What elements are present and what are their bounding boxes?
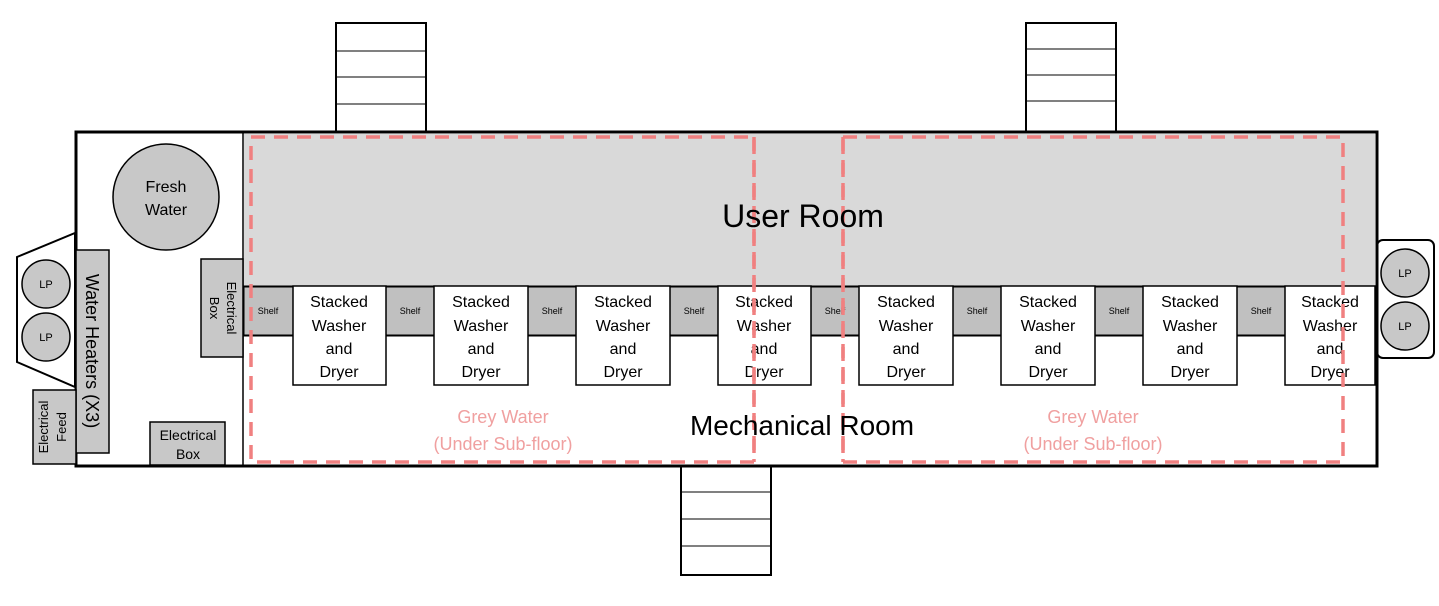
shelf-label: Shelf: [1251, 306, 1272, 316]
washer-dryer-unit: [858, 285, 954, 386]
svg-text:Dryer: Dryer: [603, 364, 643, 381]
svg-text:and: and: [1035, 341, 1062, 358]
electrical-feed-label: Electrical: [36, 401, 51, 454]
svg-text:and: and: [751, 341, 778, 358]
svg-text:and: and: [468, 341, 495, 358]
svg-text:(Under Sub-floor): (Under Sub-floor): [433, 434, 572, 454]
svg-text:Washer: Washer: [312, 318, 367, 335]
lp-tank: [1380, 301, 1430, 351]
svg-text:Dryer: Dryer: [319, 364, 359, 381]
shelf-labels: Shelf Shelf Shelf Shelf Shelf Shelf Shel…: [258, 306, 1272, 316]
lp-enclosure-left: [16, 231, 76, 389]
washer-dryer-labels: Stacked Washer and Dryer Stacked Washer …: [310, 294, 1359, 381]
shelf: [1236, 286, 1286, 336]
shelf-label: Shelf: [542, 306, 563, 316]
svg-text:Washer: Washer: [596, 318, 651, 335]
svg-text:Washer: Washer: [879, 318, 934, 335]
washer-dryer-unit: [292, 285, 387, 386]
electrical-feed: [32, 389, 77, 465]
svg-text:Dryer: Dryer: [1028, 364, 1068, 381]
svg-text:Stacked: Stacked: [1161, 294, 1219, 311]
user-room-area: [244, 134, 1375, 286]
svg-text:and: and: [1317, 341, 1344, 358]
svg-text:Grey Water: Grey Water: [457, 407, 548, 427]
shelf-label: Shelf: [400, 306, 421, 316]
svg-text:and: and: [1177, 341, 1204, 358]
water-heaters: [75, 249, 110, 454]
shelf-label: Shelf: [825, 306, 846, 316]
svg-text:Washer: Washer: [1303, 318, 1358, 335]
fresh-water-label: Fresh: [146, 179, 187, 196]
electrical-box-label: Electrical: [160, 427, 217, 443]
svg-text:Washer: Washer: [454, 318, 509, 335]
svg-text:Washer: Washer: [1163, 318, 1218, 335]
shelf: [952, 286, 1002, 336]
svg-text:Grey Water: Grey Water: [1047, 407, 1138, 427]
svg-text:Stacked: Stacked: [594, 294, 652, 311]
svg-text:Stacked: Stacked: [877, 294, 935, 311]
shelf-label: Shelf: [967, 306, 988, 316]
water-heaters-label: Water Heaters (X3): [82, 274, 102, 428]
svg-text:Washer: Washer: [737, 318, 792, 335]
washer-dryer-unit: [433, 285, 529, 386]
mechanical-room-label: Mechanical Room: [690, 410, 914, 441]
shelves: [243, 286, 1286, 336]
lp-label: LP: [1398, 321, 1411, 333]
svg-text:and: and: [893, 341, 920, 358]
washer-dryer-unit: [1284, 285, 1376, 386]
stairs-top-left: [335, 22, 427, 133]
svg-text:Dryer: Dryer: [461, 364, 501, 381]
svg-text:Stacked: Stacked: [1019, 294, 1077, 311]
washer-dryer-unit: [1142, 285, 1238, 386]
svg-text:Stacked: Stacked: [310, 294, 368, 311]
svg-text:Stacked: Stacked: [1301, 294, 1359, 311]
electrical-feed-label: Feed: [54, 412, 69, 442]
grey-water-label-right: Grey Water (Under Sub-floor): [1023, 407, 1162, 454]
electrical-box-label: Electrical: [224, 282, 239, 335]
lp-tank: [1380, 248, 1430, 298]
washer-dryer-units: [292, 285, 1376, 386]
lp-tank: [21, 259, 71, 309]
electrical-box-label: Box: [176, 446, 200, 462]
fresh-water-label: Water: [145, 202, 188, 219]
shelf-label: Shelf: [684, 306, 705, 316]
svg-text:Dryer: Dryer: [1310, 364, 1350, 381]
svg-text:and: and: [326, 341, 353, 358]
user-room-label: User Room: [722, 198, 884, 234]
washer-dryer-unit: [717, 285, 812, 386]
svg-text:Washer: Washer: [1021, 318, 1076, 335]
stairs-bottom: [680, 465, 772, 576]
lp-label: LP: [39, 279, 52, 291]
washer-dryer-unit: [1000, 285, 1096, 386]
electrical-box-side: [200, 258, 244, 358]
grey-water-label-left: Grey Water (Under Sub-floor): [433, 407, 572, 454]
svg-text:Dryer: Dryer: [886, 364, 926, 381]
washer-dryer-unit: [575, 285, 671, 386]
grey-water-outlines: [249, 135, 1345, 464]
fresh-water-tank: [112, 143, 220, 251]
svg-text:Dryer: Dryer: [744, 364, 784, 381]
lp-label: LP: [1398, 268, 1411, 280]
electrical-box-label: Box: [207, 297, 222, 320]
svg-text:Stacked: Stacked: [452, 294, 510, 311]
lp-tank: [21, 312, 71, 362]
svg-text:Dryer: Dryer: [1170, 364, 1210, 381]
electrical-box-bottom: [149, 421, 226, 466]
lp-label: LP: [39, 332, 52, 344]
svg-text:Stacked: Stacked: [735, 294, 793, 311]
svg-text:and: and: [610, 341, 637, 358]
shelf-label: Shelf: [258, 306, 279, 316]
stairs-top-right: [1025, 22, 1117, 133]
svg-text:(Under Sub-floor): (Under Sub-floor): [1023, 434, 1162, 454]
shelf-label: Shelf: [1109, 306, 1130, 316]
